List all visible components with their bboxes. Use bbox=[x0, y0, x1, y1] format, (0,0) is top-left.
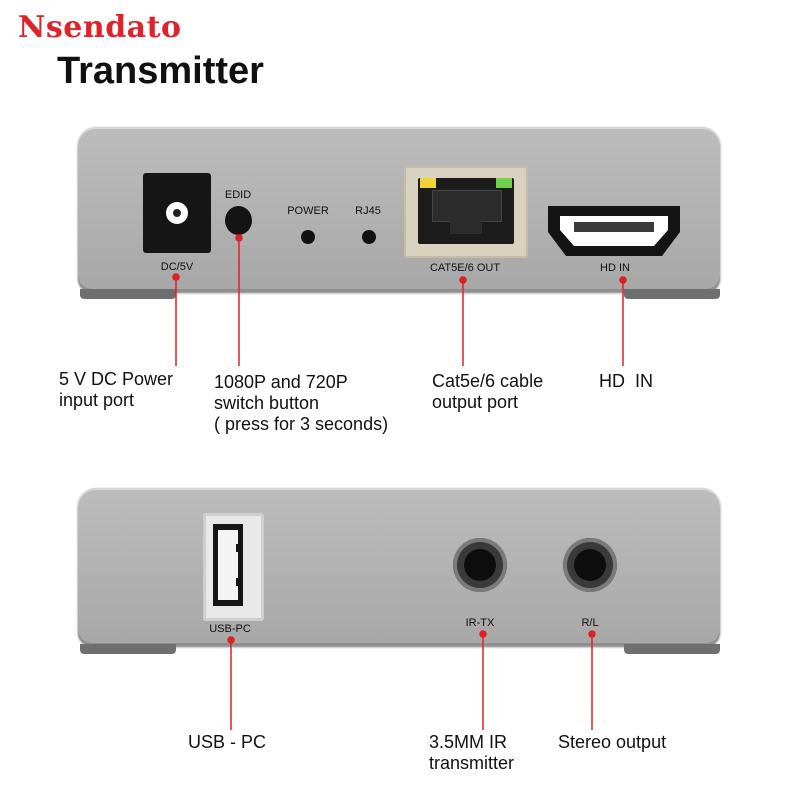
hdmi-port bbox=[548, 206, 680, 256]
irtx-label: IR-TX bbox=[465, 617, 495, 629]
callout-cat-output: Cat5e/6 cable output port bbox=[432, 371, 544, 412]
usb-label: USB-PC bbox=[209, 623, 251, 635]
leader-usb-end bbox=[227, 636, 235, 644]
panel-foot-right bbox=[624, 289, 720, 299]
panel-foot-left bbox=[80, 289, 176, 299]
rj45-led bbox=[362, 230, 376, 244]
rl-jack bbox=[563, 538, 617, 592]
rj45-label: RJ45 bbox=[355, 205, 381, 217]
dc-label: DC/5V bbox=[160, 261, 194, 273]
leader-hd-end bbox=[619, 276, 627, 284]
edid-label: EDID bbox=[224, 189, 252, 201]
dc-jack bbox=[143, 173, 211, 253]
edid-button[interactable] bbox=[225, 206, 252, 235]
power-label: POWER bbox=[287, 205, 329, 217]
leader-ir-end bbox=[479, 630, 487, 638]
leader-dc-end bbox=[172, 273, 180, 281]
hd-label: HD IN bbox=[600, 262, 630, 274]
callout-usb-pc: USB - PC bbox=[188, 732, 267, 752]
rl-label: R/L bbox=[581, 617, 599, 629]
panel-foot-right bbox=[624, 644, 720, 654]
callout-stereo-output: Stereo output bbox=[558, 732, 667, 752]
panel-foot-left bbox=[80, 644, 176, 654]
callout-dc-power: 5 V DC Power input port bbox=[59, 369, 174, 410]
leader-rl-end bbox=[588, 630, 596, 638]
brand-logo: Nsendato bbox=[18, 10, 182, 45]
page-title: Transmitter bbox=[57, 50, 264, 92]
leader-edid-end bbox=[235, 234, 243, 242]
cat-label: CAT5E/6 OUT bbox=[429, 262, 501, 274]
leader-cat-end bbox=[459, 276, 467, 284]
power-led bbox=[301, 230, 315, 244]
rj45-port bbox=[404, 166, 528, 258]
callout-hd-in: HD IN bbox=[599, 371, 653, 391]
callout-edid-switch: 1080P and 720P switch button ( press for… bbox=[214, 372, 389, 434]
callout-ir-transmitter: 3.5MM IR transmitter bbox=[429, 732, 515, 773]
usb-port bbox=[203, 513, 264, 621]
ir-tx-jack bbox=[453, 538, 507, 592]
